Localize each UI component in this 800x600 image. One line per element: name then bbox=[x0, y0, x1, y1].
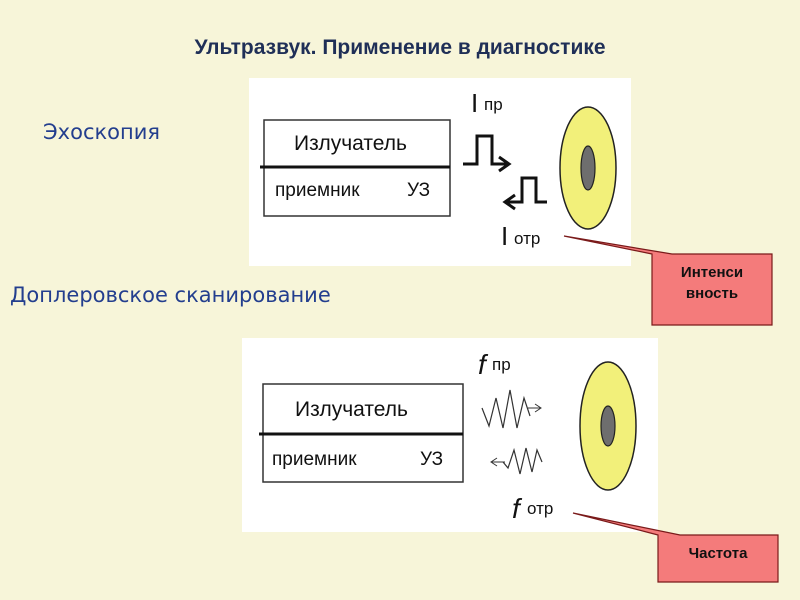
doppler-panel: Излучатель приемник УЗ f пр f отр bbox=[242, 338, 658, 532]
reflected-wave-arrowhead bbox=[490, 457, 498, 467]
intensity-callout-text: Интенси вность bbox=[652, 262, 772, 304]
reflected-wave bbox=[502, 447, 543, 475]
frequency-callout-text: Частота bbox=[688, 545, 748, 562]
reflected-arrowhead bbox=[502, 193, 516, 211]
echoscopy-diagram: Излучатель приемник УЗ I пр I отр bbox=[260, 88, 617, 251]
us-label: УЗ bbox=[407, 180, 430, 201]
emitter-label: Излучатель bbox=[294, 132, 407, 155]
reflected-sub: отр bbox=[514, 229, 540, 248]
incident-symbol: f bbox=[478, 349, 489, 380]
doppler-diagram: Излучатель приемник УЗ f пр f отр bbox=[259, 349, 637, 524]
receiver-label: приемник bbox=[272, 449, 357, 470]
incident-wave bbox=[481, 389, 531, 429]
doppler-label: Доплеровское сканирование bbox=[10, 283, 331, 307]
incident-sub: пр bbox=[484, 95, 503, 114]
incident-sub: пр bbox=[492, 355, 511, 374]
echoscopy-label: Эхоскопия bbox=[43, 120, 161, 144]
emitter-label: Излучатель bbox=[295, 398, 408, 421]
slide-title: Ультразвук. Применение в диагностике bbox=[194, 36, 606, 59]
incident-symbol: I bbox=[471, 88, 478, 118]
incident-pulse bbox=[463, 134, 507, 166]
reflected-pulse bbox=[507, 176, 547, 204]
reflected-symbol: f bbox=[512, 493, 523, 524]
intensity-callout-line2: вность bbox=[685, 285, 739, 302]
incident-wave-arrowhead bbox=[534, 403, 542, 413]
incident-arrowhead bbox=[498, 155, 512, 173]
reflected-sub: отр bbox=[527, 499, 553, 518]
target-inner bbox=[600, 405, 616, 447]
reflected-symbol: I bbox=[501, 221, 508, 251]
target-inner bbox=[580, 145, 596, 191]
echoscopy-panel: Излучатель приемник УЗ I пр I отр bbox=[249, 78, 631, 266]
intensity-callout-line1: Интенси bbox=[680, 264, 744, 281]
receiver-label: приемник bbox=[275, 180, 360, 201]
us-label: УЗ bbox=[420, 449, 443, 470]
